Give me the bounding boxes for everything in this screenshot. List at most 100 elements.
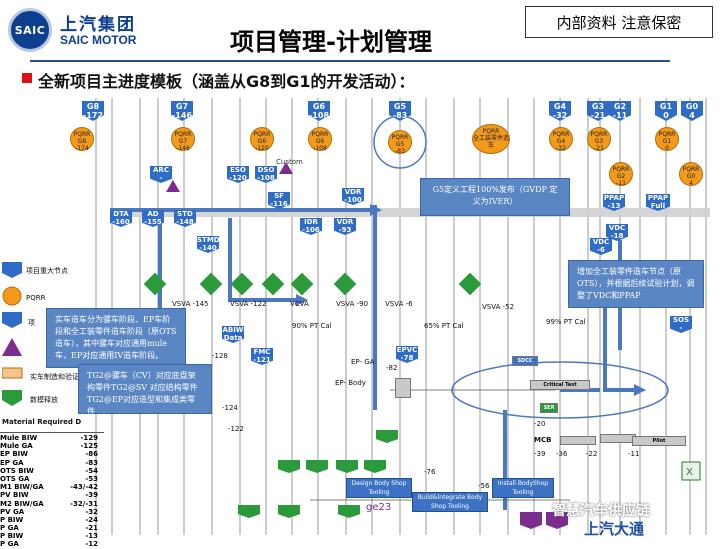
milestone-idr: IDR-106 (300, 218, 322, 235)
build-marker (278, 460, 300, 473)
pt-cal-label: 65% PT Cal (424, 322, 464, 330)
gate-label: G3 (591, 102, 605, 111)
row-key: P BIW (0, 532, 24, 541)
svg-text:X: X (686, 467, 693, 478)
material-required-row: Mule GA-125 (0, 442, 110, 450)
mcb-bar (560, 436, 596, 445)
gate-label: G8 (86, 102, 100, 111)
legend-build-icon (2, 367, 23, 379)
ep-body-label: EP- Body (335, 379, 366, 387)
week-label: -56 (478, 482, 490, 490)
bullet-icon (22, 73, 32, 83)
milestone-stmd: STMD-140 (197, 236, 220, 253)
logo-english-name: SAIC MOTOR (60, 33, 137, 47)
material-required-row: OTS BIW-54 (0, 467, 110, 475)
milestone-dta: DTA-160 (110, 210, 132, 227)
material-required-row: PV BIW -39 (0, 491, 110, 499)
material-required-row: M1 BIW/GA-43/-42 (0, 483, 110, 491)
gate-week: -172 (82, 111, 104, 120)
legend-label: 数模释放 (30, 396, 58, 404)
material-required-row: M2 BIW/GA-32/-31 (0, 500, 110, 508)
material-required-title: Material Required D (2, 418, 82, 426)
week-label: -76 (424, 468, 436, 476)
row-key: P BIW (0, 515, 24, 524)
material-required-row: Mule BIW-129 (0, 434, 110, 442)
build-body-shop-tooling-button[interactable]: Build&Integrate Body Shop Tooling (412, 492, 488, 512)
gate-label: G0 (685, 102, 699, 111)
mcb-bar (600, 434, 636, 443)
milestone-arc: ARC- (150, 166, 172, 183)
ser-bar: SER (540, 403, 558, 413)
legend-label: 项 (28, 319, 35, 327)
gate-label: G7 (175, 102, 189, 111)
row-key: EP GA (0, 458, 24, 467)
build-marker (546, 512, 568, 529)
row-key: M1 BIW/GA (0, 483, 44, 492)
gate-label: G2 (613, 102, 627, 111)
legend-milestone-icon (2, 312, 22, 328)
gate-label: G4 (553, 102, 567, 111)
purple-triangle-marker (279, 162, 293, 174)
row-value: -129 (80, 434, 98, 442)
build-marker (278, 505, 300, 518)
material-required-row: P GA-21 (0, 524, 110, 532)
milestone-eso: ESO-120 (227, 166, 249, 183)
watermark-brand: 智慧汽车供应链 (552, 503, 650, 519)
week-label: -36 (556, 450, 568, 458)
material-required-row: P BIW -24 (0, 516, 110, 524)
legend-pqrr-icon (2, 286, 22, 306)
week-label: -11 (628, 450, 640, 458)
gate-week: -146 (171, 111, 193, 120)
gate-label: G5 (393, 102, 407, 111)
milestone-vdc-2: VDC-6 (590, 238, 612, 255)
design-body-shop-tooling-button[interactable]: Design Body Shop Tooling (346, 478, 412, 498)
gate-week: -108 (308, 111, 330, 120)
gate-g3: G3-21 (587, 101, 609, 121)
row-value: -39 (85, 491, 98, 500)
install-body-shop-tooling-button[interactable]: Install BodyShop Tooling (492, 478, 554, 498)
gate-label: G6 (312, 102, 326, 111)
gate-week: 0 (663, 111, 669, 120)
legend-gate-icon (2, 262, 22, 278)
g5-callout: G5定义工程100%发布（GVDP 定义为IVER） (420, 178, 570, 216)
mcb-label: MCB (534, 436, 552, 444)
vsva-label: VSVA -145 (172, 300, 209, 308)
excel-icon: X (681, 461, 701, 481)
row-key: PV BIW (0, 491, 29, 500)
milestone-epvc: EPVC-78 (396, 346, 418, 363)
gate-g5: G5-83 (389, 101, 411, 121)
row-value: -53 (85, 474, 98, 483)
row-value: -86 (85, 450, 98, 459)
milestone-fmc: FMC-121 (251, 348, 273, 365)
mule-callout: 实车造车分为骡车阶段、EP车阶段和全工装零件造车阶段（原OTS造车），其中骡车对… (46, 308, 186, 368)
build-marker (238, 505, 260, 518)
vsva-label: VSVA -52 (482, 303, 515, 311)
row-key: P GA (0, 540, 19, 549)
material-required-row: P GA-12 (0, 540, 110, 548)
legend-divider (0, 432, 104, 433)
gate-week: -83 (392, 111, 408, 120)
milestone-vdr: VDR-100 (342, 188, 364, 205)
build-marker (364, 460, 386, 473)
legend-release-icon (2, 390, 22, 406)
week-label: -22 (586, 450, 598, 458)
gate-week: -21 (590, 111, 606, 120)
legend-label: 项目重大节点 (26, 267, 68, 275)
row-value: -21 (85, 524, 98, 533)
build-marker (338, 505, 360, 518)
page-title: 项目管理-计划管理 (230, 28, 432, 56)
week-label: -122 (228, 425, 244, 433)
section-subtitle: 全新项目主进度模板（涵盖从G8到G1的开发活动）： (38, 72, 415, 91)
row-value: -24 (85, 515, 98, 524)
milestone-vdc: VDC-18 (606, 224, 628, 241)
material-required-row: OTS GA-53 (0, 475, 110, 483)
week-label: -39 (534, 450, 546, 458)
week-label: -20 (534, 420, 546, 428)
